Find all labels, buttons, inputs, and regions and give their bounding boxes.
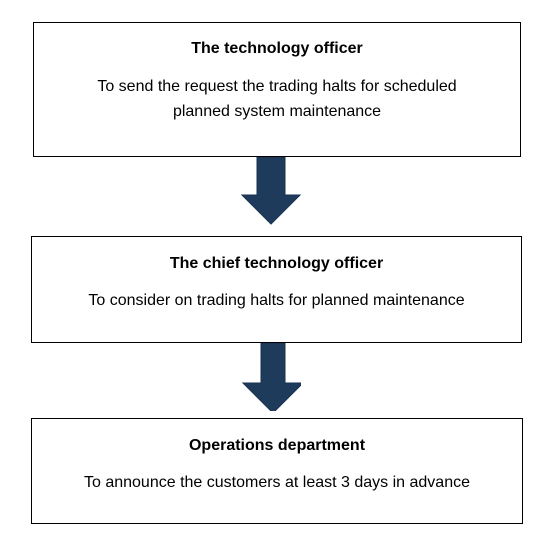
down-arrow-icon: [241, 343, 301, 411]
step-description-line-2: planned system maintenance: [172, 103, 382, 120]
step-title: The technology officer: [191, 40, 363, 57]
step-description: To consider on trading halts for planned…: [88, 292, 465, 309]
step-description-line-1: To send the request the trading halts fo…: [97, 78, 457, 95]
flow-step-chief-technology-officer: The chief technology officer To consider…: [31, 236, 522, 343]
down-arrow-icon: [241, 157, 301, 225]
step-title: Operations department: [188, 437, 366, 454]
flow-step-operations-department: Operations department To announce the cu…: [31, 418, 523, 524]
down-arrow-shape: [241, 157, 301, 225]
step-description: To announce the customers at least 3 day…: [83, 474, 470, 491]
step-description: To send the request the trading halts fo…: [34, 74, 520, 124]
step-title: The chief technology officer: [169, 255, 384, 272]
down-arrow-shape: [241, 343, 301, 411]
flow-step-technology-officer: The technology officer To send the reque…: [33, 22, 521, 157]
